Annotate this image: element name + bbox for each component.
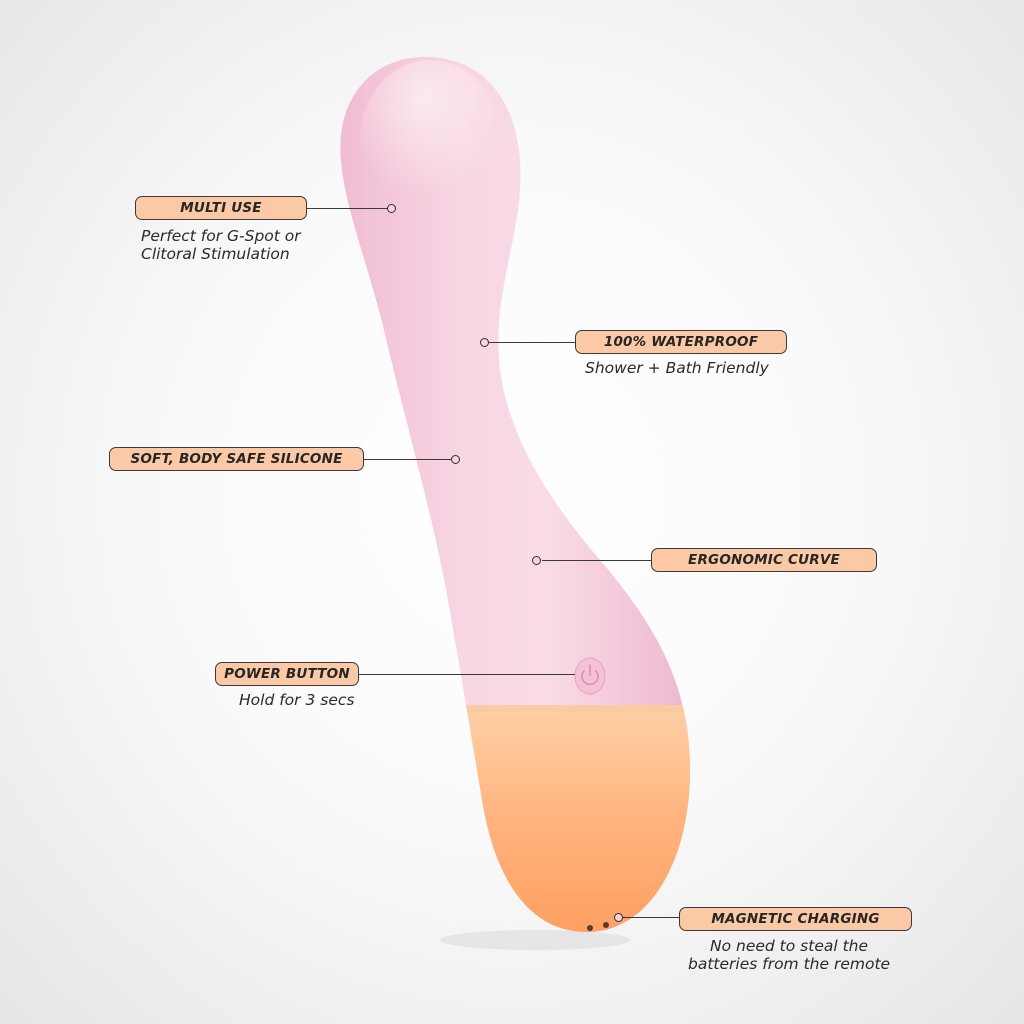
callout-dot [387, 204, 396, 213]
callout-dot [532, 556, 541, 565]
vibrator-body [340, 57, 690, 933]
callout-power-desc: Hold for 3 secs [239, 691, 354, 709]
desc-line: Hold for 3 secs [239, 691, 355, 709]
desc-line: Shower + Bath Friendly [585, 359, 769, 377]
callout-multi-use-label: MULTI USE [135, 196, 307, 220]
leader-line [362, 459, 452, 460]
callout-silicone-label: SOFT, BODY SAFE SILICONE [109, 447, 364, 471]
leader-line [622, 917, 680, 918]
callout-charging-label: MAGNETIC CHARGING [679, 907, 912, 931]
orange-base [340, 705, 690, 933]
desc-line: Clitoral Stimulation [141, 245, 290, 263]
callout-ergonomic-label: ERGONOMIC CURVE [651, 548, 877, 572]
callout-dot [480, 338, 489, 347]
leader-line [542, 560, 652, 561]
charging-contact [603, 922, 609, 928]
desc-line: Perfect for G-Spot or [141, 227, 301, 245]
callout-multi-use-desc: Perfect for G-Spot or Clitoral Stimulati… [141, 227, 301, 263]
callout-charging-desc: No need to steal the batteries from the … [688, 937, 890, 973]
callout-power-label: POWER BUTTON [215, 662, 359, 686]
charging-contact [587, 925, 593, 931]
leader-line [305, 208, 388, 209]
callout-waterproof-desc: Shower + Bath Friendly [585, 359, 769, 377]
desc-line: No need to steal the [710, 937, 869, 955]
power-icon[interactable] [574, 657, 606, 695]
callout-dot [451, 455, 460, 464]
callout-waterproof-label: 100% WATERPROOF [575, 330, 787, 354]
callout-dot [614, 913, 623, 922]
leader-line [489, 342, 576, 343]
drop-shadow [440, 930, 630, 950]
leader-line [357, 674, 575, 675]
desc-line: batteries from the remote [688, 955, 891, 973]
